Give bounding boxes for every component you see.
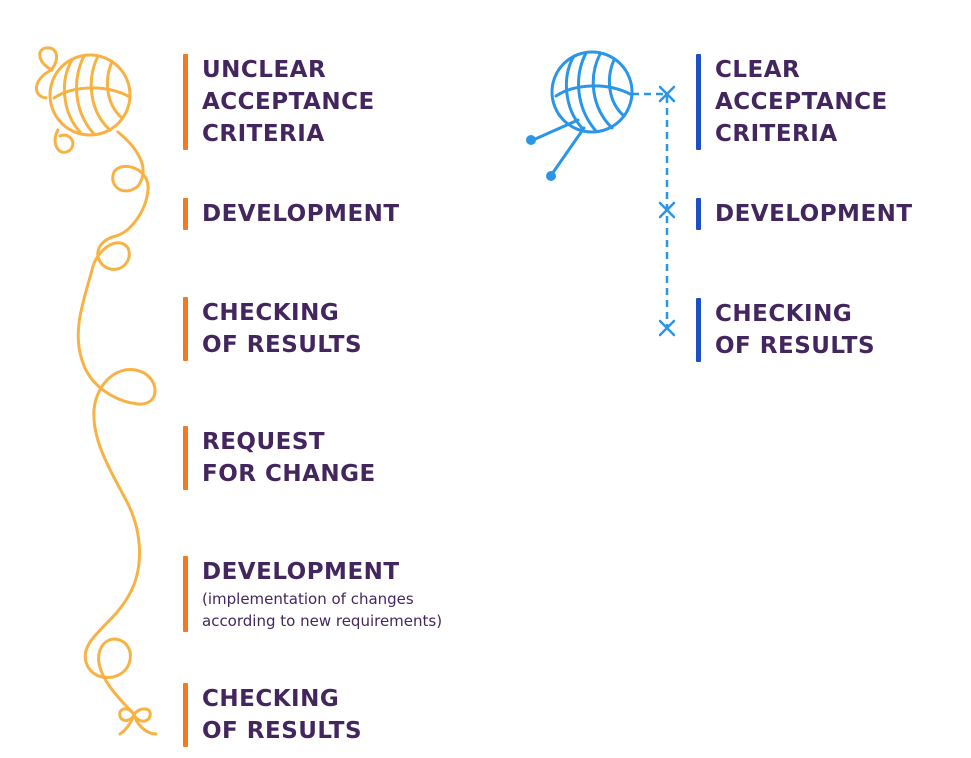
left-step-request-change: REQUEST FOR CHANGE — [183, 426, 376, 490]
step-label: CHECKING OF RESULTS — [202, 300, 363, 358]
tangled-yarn-ball-icon — [35, 46, 158, 736]
left-step-unclear-criteria: UNCLEAR ACCEPTANCE CRITERIA — [183, 54, 375, 150]
step-bar — [183, 297, 188, 361]
right-step-checking-results: CHECKING OF RESULTS — [696, 298, 875, 362]
step-label: UNCLEAR ACCEPTANCE CRITERIA — [202, 57, 375, 147]
left-step-development-changes: DEVELOPMENT (implementation of changes a… — [183, 556, 442, 632]
step-label: DEVELOPMENT — [202, 559, 400, 585]
cross-marker-icon — [658, 85, 676, 337]
step-bar — [183, 683, 188, 747]
step-label: CHECKING OF RESULTS — [202, 686, 363, 744]
right-step-clear-criteria: CLEAR ACCEPTANCE CRITERIA — [696, 54, 888, 150]
step-bar — [183, 198, 188, 230]
step-label: DEVELOPMENT — [202, 201, 400, 227]
step-label: DEVELOPMENT — [715, 201, 913, 227]
step-bar — [183, 556, 188, 632]
step-bar — [696, 198, 701, 230]
step-bar — [183, 54, 188, 150]
left-step-checking-results: CHECKING OF RESULTS — [183, 297, 362, 361]
step-bar — [696, 54, 701, 150]
left-step-final-checking: CHECKING OF RESULTS — [183, 683, 362, 747]
step-label: REQUEST FOR CHANGE — [202, 429, 376, 487]
right-step-development: DEVELOPMENT — [696, 198, 913, 230]
step-bar — [696, 298, 701, 362]
left-step-development: DEVELOPMENT — [183, 198, 400, 230]
step-bar — [183, 426, 188, 490]
step-label: CHECKING OF RESULTS — [715, 301, 876, 359]
step-note: (implementation of changes according to … — [202, 590, 443, 630]
step-label: CLEAR ACCEPTANCE CRITERIA — [715, 57, 888, 147]
yarn-ball-with-needles-icon — [526, 50, 676, 337]
